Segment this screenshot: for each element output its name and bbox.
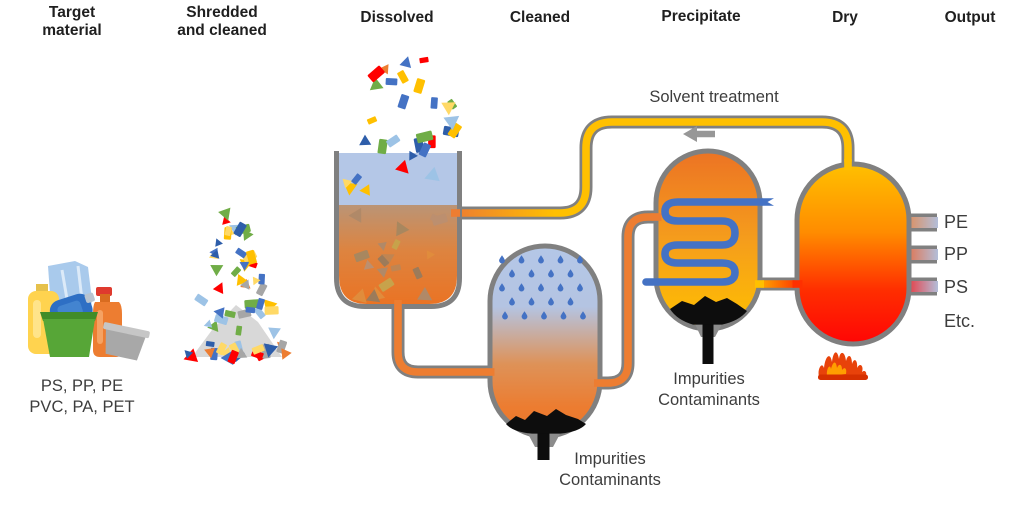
flame-icon — [818, 352, 868, 380]
stage-header-output: Output — [944, 9, 996, 26]
stage-header-cleaned: Cleaned — [509, 9, 571, 26]
dissolution-tank — [334, 151, 462, 309]
stage-header-shredded: Shredded and cleaned — [177, 4, 267, 40]
cleaning-vessel — [487, 243, 603, 439]
falling-flakes — [342, 56, 462, 196]
cleaned-impurities-label: Impurities Contaminants — [559, 450, 661, 490]
output-label-pp: PP — [944, 244, 969, 264]
precipitate-impurities-label: Impurities Contaminants — [658, 370, 760, 410]
dissolved-polymer-liquid — [339, 205, 457, 304]
stage-header-dissolved: Dissolved — [360, 9, 434, 26]
green-tub — [43, 319, 95, 357]
output-pipe-pp — [896, 249, 938, 260]
output-label-ps: PS — [944, 277, 969, 297]
output-pipe-pe — [896, 217, 938, 228]
pipe-wall-openings — [394, 159, 852, 387]
stage-header-dry: Dry — [832, 9, 858, 26]
solvent-treatment-label: Solvent treatment — [649, 88, 779, 106]
cleaned-sludge-drain — [506, 409, 586, 460]
target-materials-label: PS, PP, PE PVC, PA, PET — [29, 377, 135, 417]
output-label-pe: PE — [944, 212, 969, 232]
stage-header-precipitate: Precipitate — [661, 8, 741, 25]
plastic-waste-icon — [28, 261, 150, 361]
dissolving-flakes — [348, 207, 448, 303]
output-pipe-ps — [896, 281, 938, 292]
output-label-etc: Etc. — [944, 311, 976, 331]
yellow-bottle-neck — [36, 284, 48, 293]
drying-vessel — [794, 161, 912, 347]
stage-header-target: Target material — [42, 4, 102, 40]
precipitate-sludge-drain — [670, 296, 747, 364]
solvent-return-pipe — [455, 115, 855, 220]
orange-bottle-cap — [96, 287, 112, 296]
left-arrow-icon — [683, 126, 715, 142]
cooling-coil-icon — [642, 198, 774, 286]
gray-bucket — [103, 322, 150, 361]
shredded-pile-flakes — [183, 207, 292, 366]
coil-inlet-flag — [762, 198, 774, 206]
pipes — [391, 115, 855, 390]
